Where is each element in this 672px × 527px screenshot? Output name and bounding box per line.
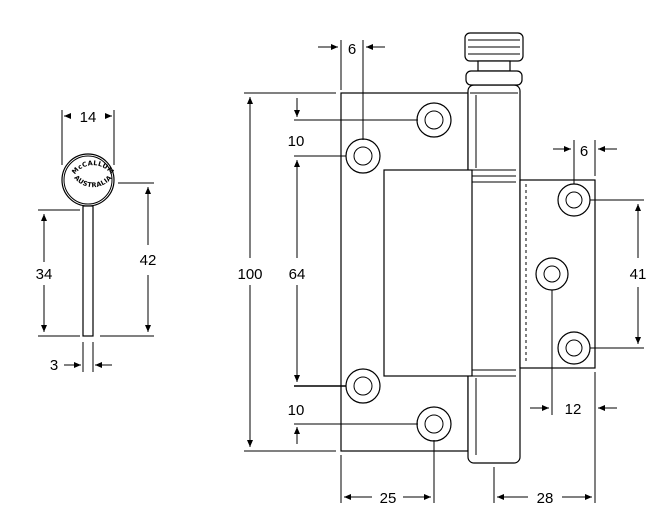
screw-hole-bottom-right: [416, 406, 452, 442]
screw-hole-small-middle: [535, 257, 569, 291]
dim-hole-spacing-large: 64: [289, 266, 306, 283]
dim-side-pin-thickness: 3: [50, 357, 58, 374]
dim-bottom-leaf-width: 25: [380, 490, 397, 507]
side-view: McCALLUM AUSTRALIA 14 42 34 3: [36, 109, 157, 374]
dim-right-hole-offset: 6: [580, 143, 588, 160]
hinge-leaf-recess: [383, 169, 473, 377]
dim-side-total-height: 42: [140, 252, 157, 269]
screw-hole-top-right: [416, 102, 452, 138]
dim-overall-height: 100: [237, 266, 262, 283]
hinge-pin-side: [82, 205, 94, 337]
screw-hole-small-top: [557, 183, 591, 217]
screw-hole-top-left: [345, 138, 381, 174]
hinge-knob-collar: [465, 70, 523, 86]
dim-right-leaf-width: 28: [537, 490, 554, 507]
dim-right-hole-spacing: 41: [630, 266, 647, 283]
front-view: 6 10 100 64 10 25 28: [237, 32, 647, 507]
screw-hole-small-bottom: [557, 331, 591, 365]
dim-top-hole-offset: 6: [348, 41, 356, 58]
screw-hole-bottom-left: [345, 368, 381, 404]
dim-right-hole-inset: 12: [565, 401, 582, 418]
dim-lower-hole-spacing: 10: [288, 402, 305, 419]
hinge-head-inner-ring: [63, 155, 113, 205]
dim-side-pin-height: 34: [36, 266, 53, 283]
dim-side-head-width: 14: [80, 109, 97, 126]
hinge-knob-stem: [477, 60, 511, 72]
dim-upper-hole-spacing: 10: [288, 133, 305, 150]
